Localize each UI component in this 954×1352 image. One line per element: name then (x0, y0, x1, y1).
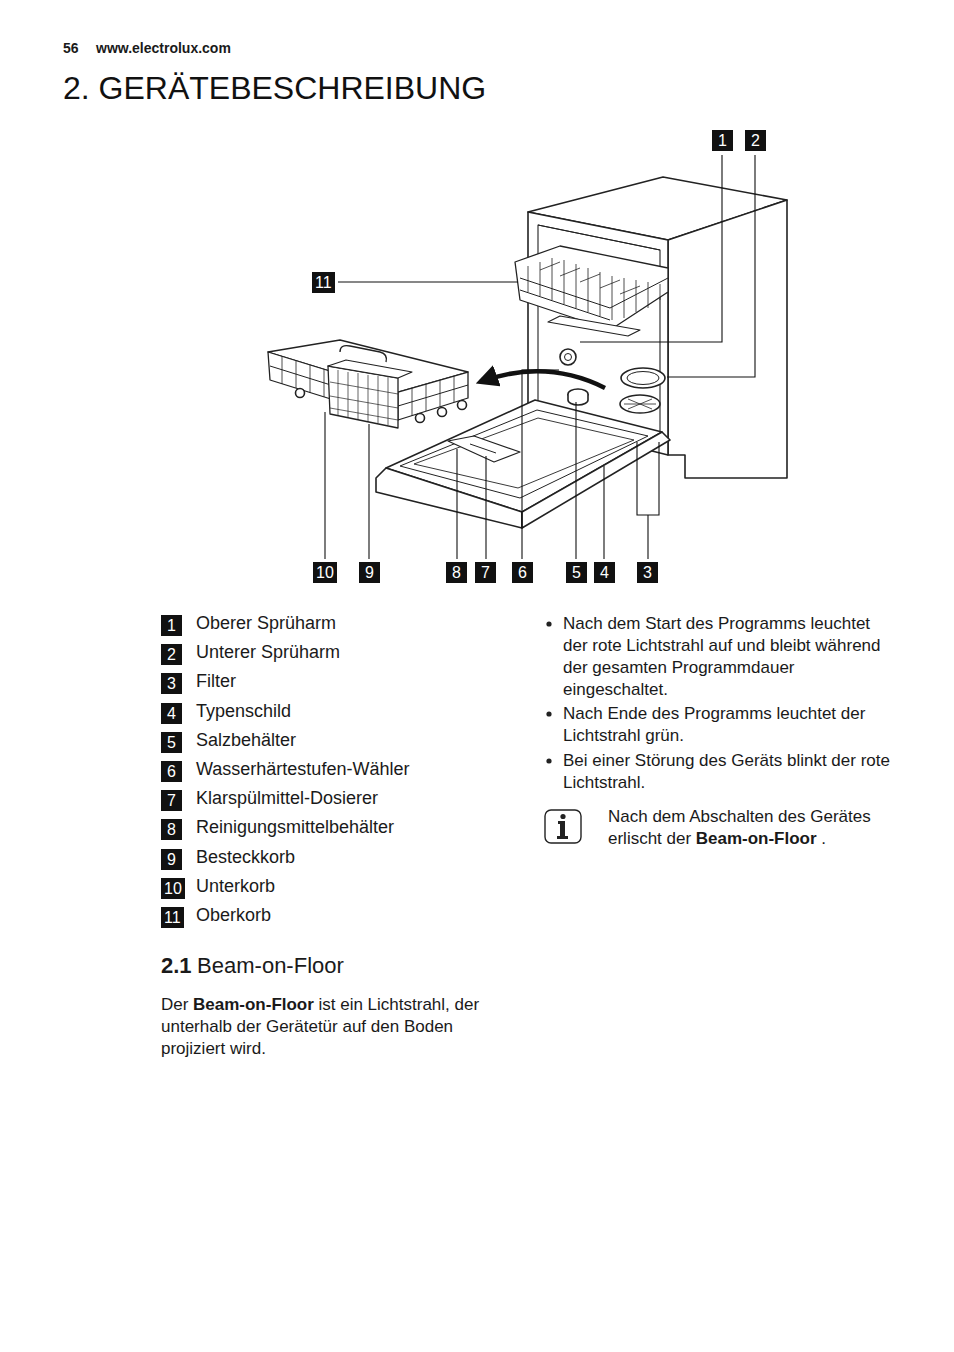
line-art (546, 621, 551, 763)
line-art (545, 810, 581, 843)
list-number: 11 (161, 907, 184, 928)
line-art (637, 442, 659, 559)
line-art (580, 155, 722, 342)
part-name: Filter (196, 671, 236, 692)
list-number: 4 (161, 703, 182, 724)
line-art (414, 418, 634, 488)
line-art (548, 316, 640, 336)
part-name: Reinigungsmittelbehälter (196, 817, 394, 838)
line-art (324, 412, 325, 559)
paragraph: DerBeam-on-Floorist ein Lichtstrahl, der… (161, 994, 497, 1060)
part-name: Oberer Sprüharm (196, 613, 336, 634)
line-art (667, 155, 755, 377)
line-art (325, 155, 755, 559)
part-name: Typenschild (196, 701, 291, 722)
callout-number: 7 (475, 562, 496, 583)
list-number: 1 (161, 615, 182, 636)
line-art (624, 399, 656, 409)
website: www.electrolux.com (96, 39, 231, 57)
callout-number: 11 (312, 272, 335, 293)
line-art (565, 354, 572, 361)
note-text: Nach dem Abschalten des Gerätes erlischt… (608, 806, 900, 850)
line-art (522, 370, 559, 559)
line-art (560, 349, 576, 365)
note-bold: Beam-on-Floor (696, 829, 817, 848)
part-name: Unterer Sprüharm (196, 642, 340, 663)
line-art (540, 262, 640, 294)
list-number: 5 (161, 732, 182, 753)
part-name: Klarspülmittel-Dosierer (196, 788, 378, 809)
line-art (438, 408, 447, 417)
line-art (546, 621, 551, 626)
bullet-text: Nach Ende des Programms leuchtet der Lic… (563, 703, 891, 747)
callout-number: 9 (359, 562, 380, 583)
line-art (485, 456, 486, 559)
line-art (560, 814, 565, 819)
list-number: 3 (161, 673, 182, 694)
paragraph-text: Der (161, 995, 188, 1014)
list-number: 8 (161, 819, 182, 840)
line-art (368, 424, 369, 559)
line-art (603, 466, 604, 559)
list-number: 10 (161, 878, 185, 899)
line-art (627, 372, 659, 385)
section-heading: 2.1Beam-on-Floor (161, 952, 349, 980)
line-art (456, 449, 457, 559)
line-art (480, 371, 605, 388)
page-number: 56 (63, 39, 79, 57)
note-text: . (821, 829, 826, 848)
section-title: Beam-on-Floor (197, 953, 344, 978)
list-number: 7 (161, 790, 182, 811)
line-art (522, 432, 670, 528)
line-art (546, 758, 551, 763)
line-art (448, 436, 520, 462)
line-art (557, 821, 568, 839)
section-number: 2.1 (161, 953, 192, 978)
page-title: 2. GERÄTEBESCHREIBUNG (63, 68, 486, 108)
line-art (668, 200, 787, 478)
list-number: 6 (161, 761, 182, 782)
line-art (296, 389, 305, 398)
line-art (416, 414, 425, 423)
bullet-text: Bei einer Störung des Geräts blinkt der … (563, 750, 891, 794)
line-art (575, 402, 576, 559)
line-art (546, 711, 551, 716)
list-number: 9 (161, 849, 182, 870)
callout-number: 5 (566, 562, 587, 583)
part-name: Wasserhärtestufen-Wähler (196, 759, 409, 780)
list-number: 2 (161, 644, 182, 665)
paragraph-bold: Beam-on-Floor (193, 995, 314, 1014)
line-art (338, 281, 518, 282)
info-icon (545, 810, 581, 843)
callout-number: 3 (637, 562, 658, 583)
line-art (328, 360, 412, 378)
line-art (520, 278, 668, 320)
line-art (528, 258, 660, 320)
callout-number: 4 (594, 562, 615, 583)
line-art (568, 394, 588, 405)
line-art (340, 346, 386, 362)
callout-number: 1 (712, 130, 733, 151)
part-name: Salzbehälter (196, 730, 296, 751)
bullet-text: Nach dem Start des Programms leuchtet de… (563, 613, 891, 701)
line-art (515, 246, 668, 330)
line-art (400, 410, 648, 498)
callout-number: 6 (512, 562, 533, 583)
line-art (538, 225, 660, 250)
line-art (458, 401, 467, 410)
callout-number: 8 (446, 562, 467, 583)
line-art (470, 444, 496, 453)
line-art (376, 468, 522, 528)
line-art (620, 395, 660, 413)
callout-number: 2 (745, 130, 766, 151)
line-art (330, 382, 398, 420)
part-name: Oberkorb (196, 905, 271, 926)
part-name: Besteckkorb (196, 847, 295, 868)
callout-number: 10 (313, 562, 337, 583)
part-name: Unterkorb (196, 876, 275, 897)
line-art (268, 177, 787, 528)
line-art (621, 368, 665, 388)
